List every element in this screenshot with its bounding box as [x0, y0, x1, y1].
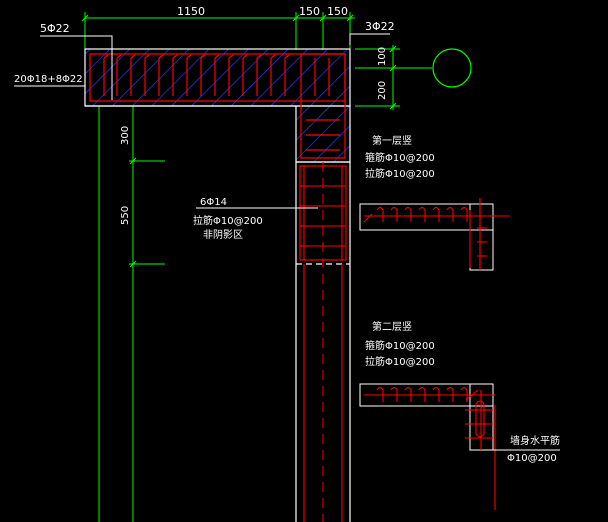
section1-detail	[359, 198, 510, 271]
dim-150-a: 150	[299, 5, 320, 18]
dim-300: 300	[120, 126, 131, 145]
top-dimension-chain	[81, 12, 355, 50]
label-top-left-bar: 5Φ22	[40, 22, 70, 35]
beam-leaders	[14, 33, 390, 100]
axis-bubble	[432, 48, 472, 88]
section2-detail	[359, 383, 496, 510]
label-col-zone: 非阴影区	[203, 229, 243, 241]
dim-1150: 1150	[177, 5, 205, 18]
wall-note-line2: Φ10@200	[507, 453, 557, 464]
right-dimension-chain	[355, 45, 432, 110]
beam-section	[84, 48, 351, 163]
section2-line1: 箍筋Φ10@200	[365, 339, 435, 352]
section1-line1: 箍筋Φ10@200	[365, 151, 435, 164]
section1-line2: 拉筋Φ10@200	[365, 167, 435, 180]
dim-550: 550	[120, 206, 131, 225]
wall-note-line1: 墙身水平筋	[510, 434, 560, 447]
dim-100: 100	[377, 47, 388, 66]
dim-150-b: 150	[327, 5, 348, 18]
section2-line2: 拉筋Φ10@200	[365, 355, 435, 368]
label-col-ties: 拉筋Φ10@200	[193, 214, 263, 227]
label-col-bars: 6Φ14	[200, 197, 227, 208]
section1-title: 第一层竖	[372, 134, 412, 147]
section2-title: 第二层竖	[372, 320, 412, 333]
beam-rebar-cage	[89, 53, 346, 159]
dim-200: 200	[377, 81, 388, 100]
label-side-bars: 20Φ18+8Φ22	[14, 74, 83, 85]
label-top-right-bar: 3Φ22	[365, 20, 395, 33]
left-dimension-chain	[98, 106, 165, 522]
